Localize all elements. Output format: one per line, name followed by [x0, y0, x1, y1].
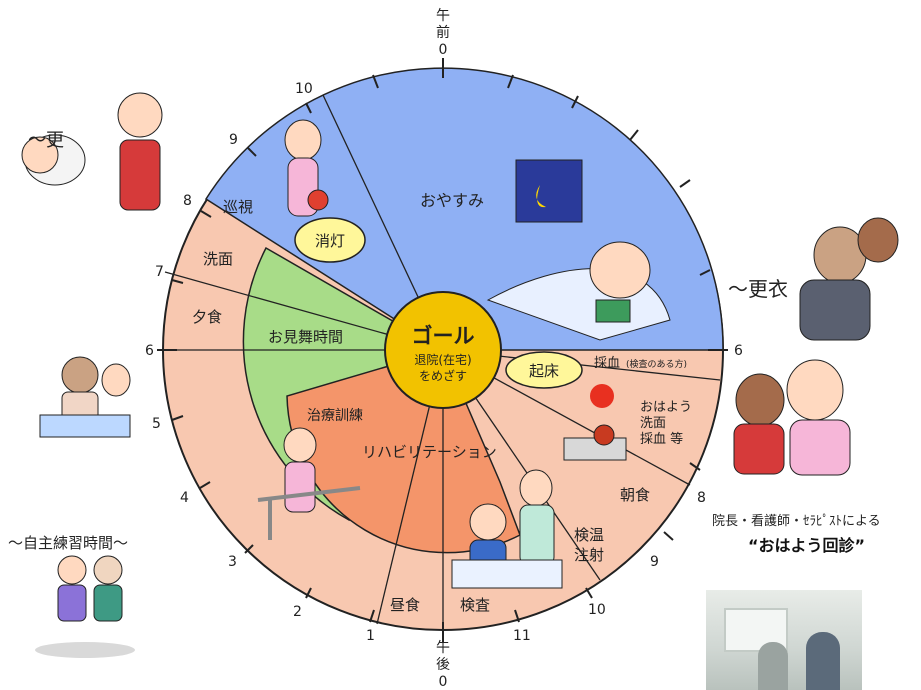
- hour-5pm: 5: [152, 416, 161, 432]
- label-wash-evening: 洗面: [203, 250, 233, 268]
- nurse-illustration: [284, 119, 329, 217]
- label-exam: 検査: [460, 596, 490, 614]
- dressing-right-caption: ～更衣: [728, 277, 788, 301]
- goal-sub1: 退院(在宅): [414, 352, 471, 367]
- label-dinner: 夕食: [192, 308, 222, 326]
- goal-title: ゴール: [412, 324, 475, 348]
- label-lunch: 昼食: [390, 596, 420, 614]
- hour-10am: 10: [588, 602, 606, 618]
- morning-rounds-caption: 院長・看護師・ｾﾗﾋﾟｽﾄによる: [712, 514, 881, 529]
- goal-sub2: をめざす: [419, 368, 467, 383]
- label-wake: 起床: [529, 362, 559, 380]
- dressing-illustration-top: [21, 92, 163, 211]
- dressing-illustration-right: [799, 217, 899, 341]
- label-patrol: 巡視: [223, 198, 253, 216]
- morning-rounds-illustration: [733, 359, 851, 476]
- bathing-illustration: [39, 356, 131, 438]
- label-blood: 採血: [594, 356, 620, 371]
- self-practice-caption: ～自主練習時間～: [8, 534, 129, 552]
- label-treatment: 治療訓練: [307, 407, 363, 424]
- photo-patient: [758, 642, 788, 690]
- label-rehab: リハビリテーション: [362, 443, 497, 461]
- lights-out-bubble: [294, 217, 366, 263]
- label-lights-out: 消灯: [315, 232, 345, 250]
- doctor-patient-illustration: [451, 469, 563, 589]
- hour-4pm: 4: [180, 490, 189, 506]
- hour-6pm: 6: [145, 343, 154, 359]
- hour-3pm: 3: [228, 554, 237, 570]
- walking-practice-illustration: [35, 555, 135, 658]
- hour-2pm: 2: [293, 604, 302, 620]
- hour-11am: 11: [513, 628, 531, 644]
- label-morning-list: おはよう洗面採血 等: [640, 400, 692, 447]
- label-blood-note: (検査のある方): [626, 358, 687, 370]
- goal-center: [384, 291, 502, 409]
- hour-9pm: 9: [229, 132, 238, 148]
- label-temp: 検温注射: [574, 526, 604, 564]
- hour-1pm: 1: [366, 628, 375, 644]
- hour-9am: 9: [650, 554, 659, 570]
- hour-8am: 8: [697, 490, 706, 506]
- breakfast-tray-illustration: [563, 384, 627, 461]
- hour-8pm: 8: [183, 193, 192, 209]
- morning-rounds-photo: [706, 590, 862, 690]
- dressing-top-caption: ～更: [28, 130, 64, 151]
- window-illustration: [515, 159, 583, 223]
- morning-rounds-title: “おはよう回診”: [748, 536, 866, 555]
- photo-staff: [806, 632, 840, 690]
- wake-bubble: [505, 351, 583, 389]
- label-visit: お見舞時間: [268, 328, 343, 346]
- hour-numbers: 10 9 8 7 6 5 4 3 2 1 11 10 9 8 6: [145, 81, 743, 644]
- rehab-walker-illustration: [257, 427, 361, 540]
- sleeping-patient-illustration: [486, 241, 671, 341]
- label-breakfast: 朝食: [620, 486, 650, 504]
- hour-ticks: [157, 58, 728, 642]
- hour-10pm: 10: [295, 81, 313, 97]
- hour-6am: 6: [734, 343, 743, 359]
- hour-7pm: 7: [155, 264, 164, 280]
- label-sleep: おやすみ: [420, 191, 484, 210]
